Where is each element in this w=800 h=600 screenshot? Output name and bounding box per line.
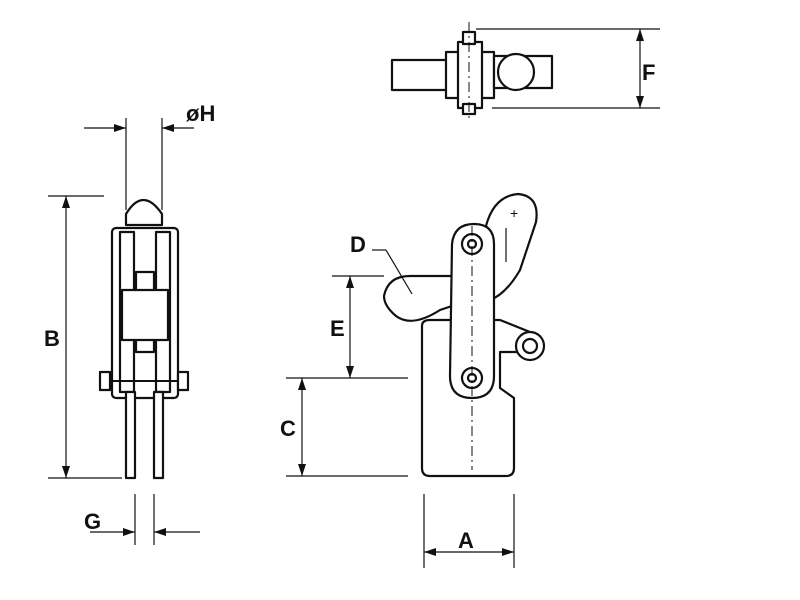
top-view-handle-bar [390, 58, 452, 92]
label-e: E [330, 316, 345, 341]
label-c: C [280, 416, 296, 441]
label-g: G [84, 509, 101, 534]
front-view: + [286, 192, 546, 568]
front-view-clamp-arm [382, 274, 472, 322]
label-f: F [642, 60, 655, 85]
side-view-leg-right [152, 390, 165, 480]
label-b: B [44, 326, 60, 351]
dim-c-arrow-top [298, 378, 306, 390]
dim-c-arrow-bottom [298, 464, 306, 476]
side-view [48, 118, 200, 545]
dim-g-arrow-left [123, 528, 135, 536]
dim-g-arrow-right [154, 528, 166, 536]
dim-b-arrow-bottom [62, 466, 70, 478]
label-h: øH [186, 101, 215, 126]
dim-e-arrow-bottom [346, 366, 354, 378]
side-view-leg-left [124, 390, 137, 480]
side-view-cap [124, 198, 164, 227]
side-view-bolt-right [176, 370, 190, 392]
front-view-lever [484, 192, 538, 302]
front-view-pivot-hole [521, 337, 539, 355]
dim-b-arrow-top [62, 196, 70, 208]
dim-a-arrow-left [424, 548, 436, 556]
label-a: A [458, 528, 474, 553]
label-d: D [350, 232, 366, 257]
dim-h-arrow-right [162, 124, 174, 132]
front-view-lever-mark: + [510, 205, 518, 221]
top-view [390, 22, 660, 120]
dim-a-arrow-right [502, 548, 514, 556]
side-view-bolt-left [98, 370, 112, 392]
dim-h-arrow-left [114, 124, 126, 132]
side-view-link-block [120, 288, 170, 342]
dim-f-arrow-top [636, 29, 644, 41]
dim-d-leader [385, 249, 413, 295]
dim-f-arrow-bottom [636, 96, 644, 108]
top-view-link [456, 40, 484, 110]
dim-e-arrow-top [346, 276, 354, 288]
top-view-pin-round [496, 52, 536, 92]
